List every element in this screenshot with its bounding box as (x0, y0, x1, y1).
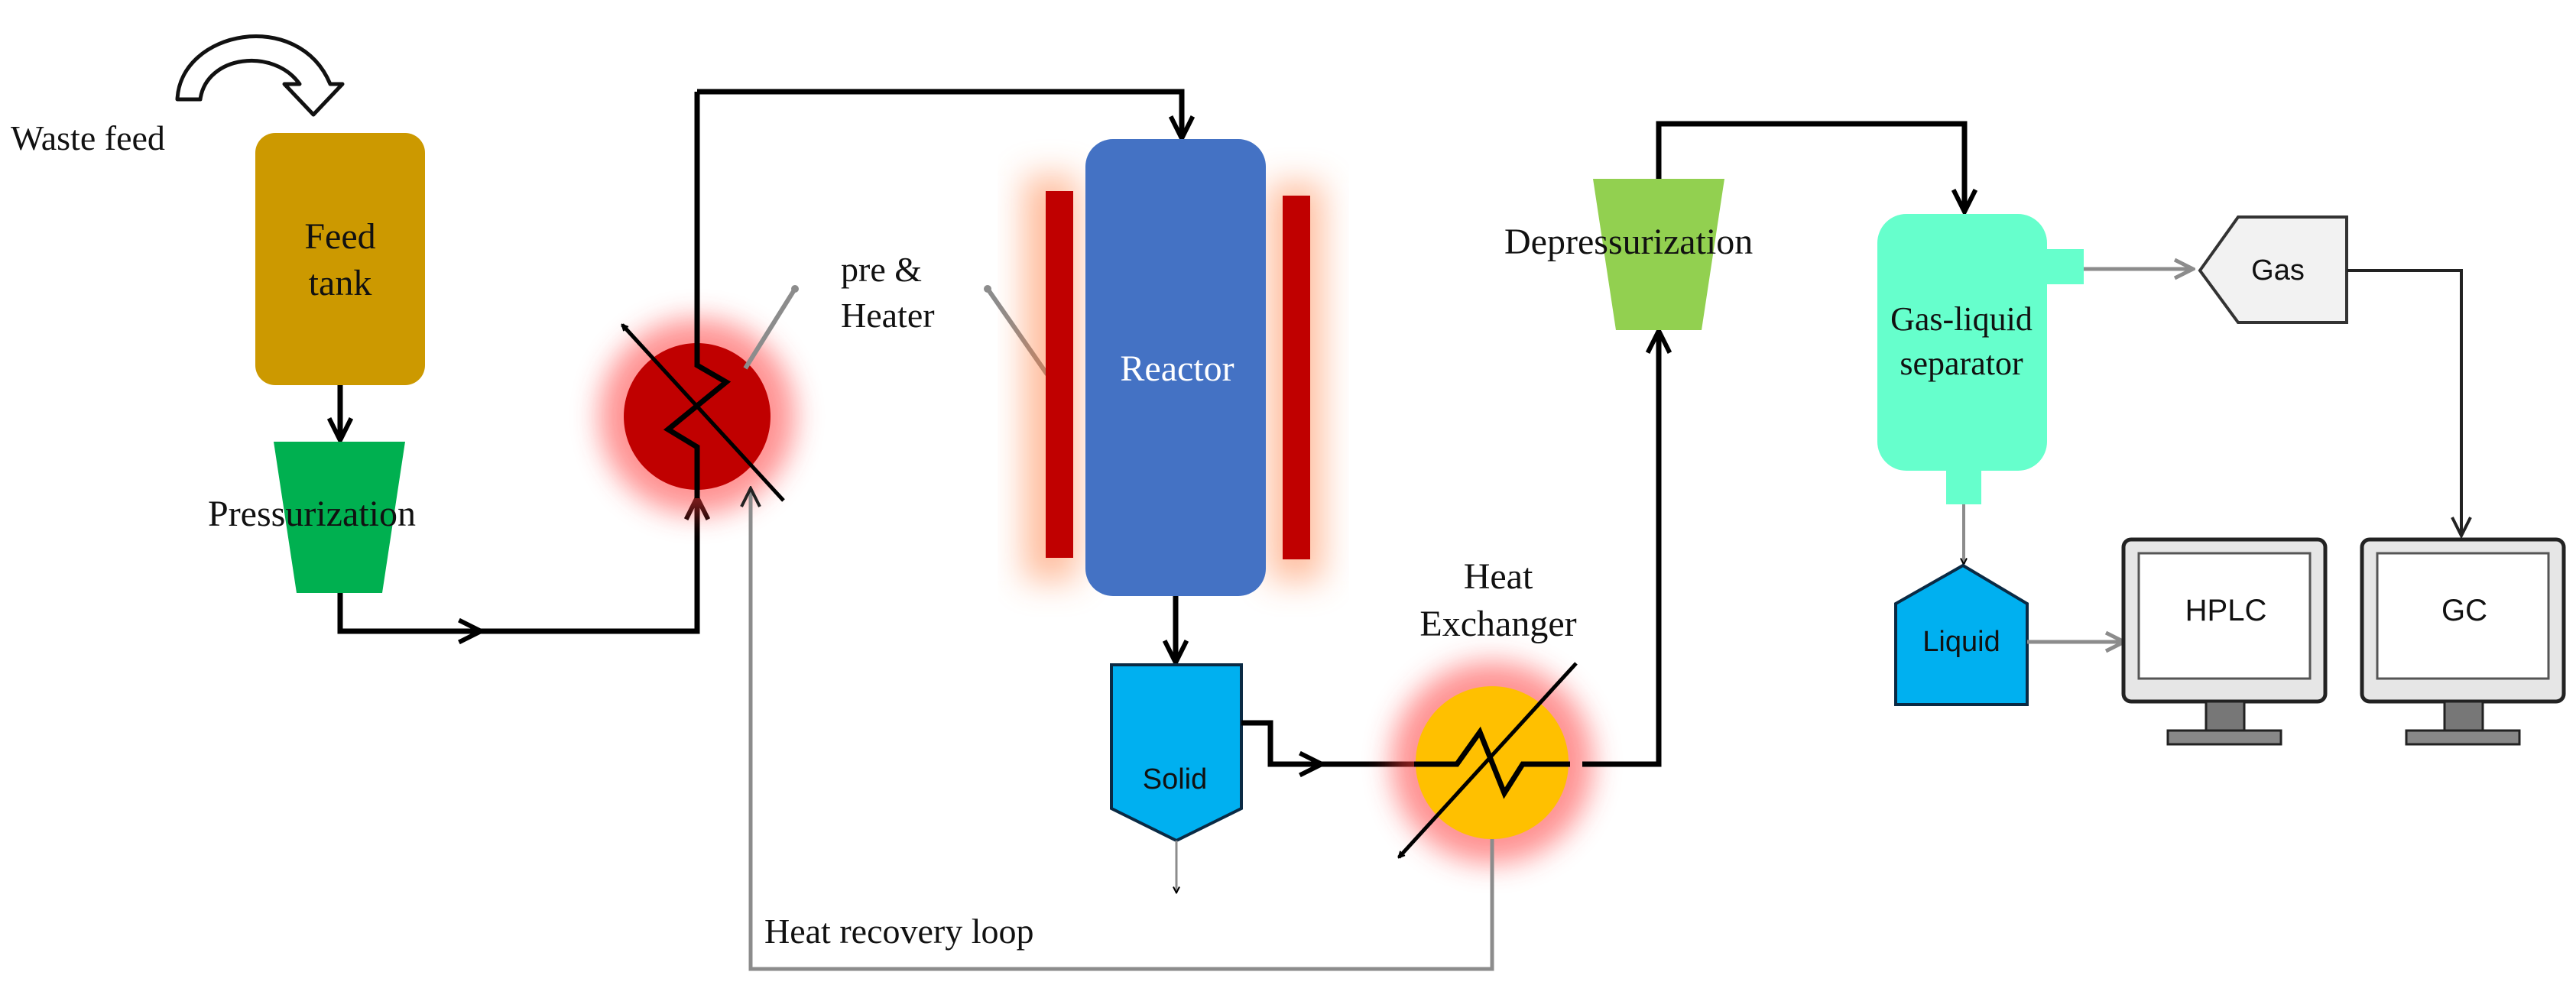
feed-curved-arrow-icon (175, 34, 345, 117)
feed-tank: Feed tank (255, 133, 425, 385)
gc-label: GC (2441, 594, 2487, 627)
gc-monitor-neck (2443, 700, 2484, 734)
heat-recovery-loop-label: Heat recovery loop (764, 912, 1034, 951)
heater-pointer-left (743, 285, 799, 370)
gc-monitor: GC (2360, 537, 2566, 746)
heat-exchanger: Heat Exchanger (1391, 556, 1593, 863)
separator-body (1877, 214, 2047, 471)
heat-exchanger-label-line1: Heat (1464, 556, 1533, 597)
depressurization-valve-body (1593, 179, 1724, 330)
flow-preheater-to-reactor (697, 89, 1182, 138)
separator-label-line2: separator (1900, 345, 2023, 382)
preheater-body (624, 343, 771, 490)
preheater (599, 92, 795, 514)
heater-bar-left (1046, 191, 1073, 558)
flow-solid-to-exchanger (1241, 720, 1321, 764)
gas-label: Gas (2251, 254, 2305, 287)
heat-recovery-loop-line (751, 489, 1494, 971)
separator-side-nozzle (2046, 249, 2084, 284)
feed-tank-body (255, 133, 425, 385)
gc-monitor-base (2405, 729, 2521, 746)
depressurization-label: Depressurization (1504, 222, 1753, 262)
feed-tank-label-line2: tank (309, 263, 372, 303)
preheater-diagonal-arrow-icon (622, 325, 785, 502)
flow-pump-to-preheater (337, 498, 697, 634)
hplc-monitor-screen (2137, 552, 2312, 680)
depressurization-valve: Depressurization (1504, 179, 1753, 330)
heat-exchanger-coil (1414, 726, 1570, 799)
separator-bottom-nozzle (1946, 469, 1981, 504)
waste-feed-label: Waste feed (11, 118, 165, 157)
heater-label-line1: pre & (841, 250, 922, 289)
liquid-vessel: Liquid (1894, 563, 2029, 706)
flow-exchanger-to-depressurization (1582, 332, 1659, 767)
gas-liquid-separator: Gas-liquid separator (1877, 214, 2084, 504)
waste-feed-inlet: Waste feed (11, 34, 345, 157)
reactor-body (1085, 139, 1266, 596)
pressurization-label: Pressurization (208, 494, 416, 534)
hplc-monitor-base (2166, 729, 2282, 746)
hplc-monitor-neck (2205, 700, 2246, 734)
hplc-label: HPLC (2185, 594, 2267, 627)
heat-exchanger-diagonal-arrow-icon (1397, 662, 1578, 857)
pressurization-pump-body (274, 442, 405, 593)
solid-vessel: Solid (1110, 663, 1243, 893)
heater-bar-right (1283, 196, 1310, 559)
separator-label-line1: Gas-liquid (1890, 300, 2033, 338)
reactor-label: Reactor (1120, 348, 1234, 389)
hplc-monitor: HPLC (2121, 537, 2328, 746)
flow-gas-to-gc (2347, 269, 2461, 535)
reactor-assembly: Reactor (1024, 139, 1322, 596)
liquid-vessel-body (1894, 563, 2029, 706)
heat-exchanger-label-line2: Exchanger (1419, 604, 1576, 644)
feed-tank-label-line1: Feed (304, 216, 375, 257)
gc-monitor-screen (2376, 552, 2550, 680)
solid-label: Solid (1143, 763, 1208, 795)
flow-depressurization-to-separator (1656, 121, 1964, 211)
pressurization-pump: Pressurization (208, 442, 416, 593)
solid-vessel-body (1110, 663, 1243, 843)
heater-label-line2: Heater (841, 296, 935, 335)
gas-vessel: Gas (2198, 215, 2348, 324)
liquid-label: Liquid (1922, 626, 2000, 658)
